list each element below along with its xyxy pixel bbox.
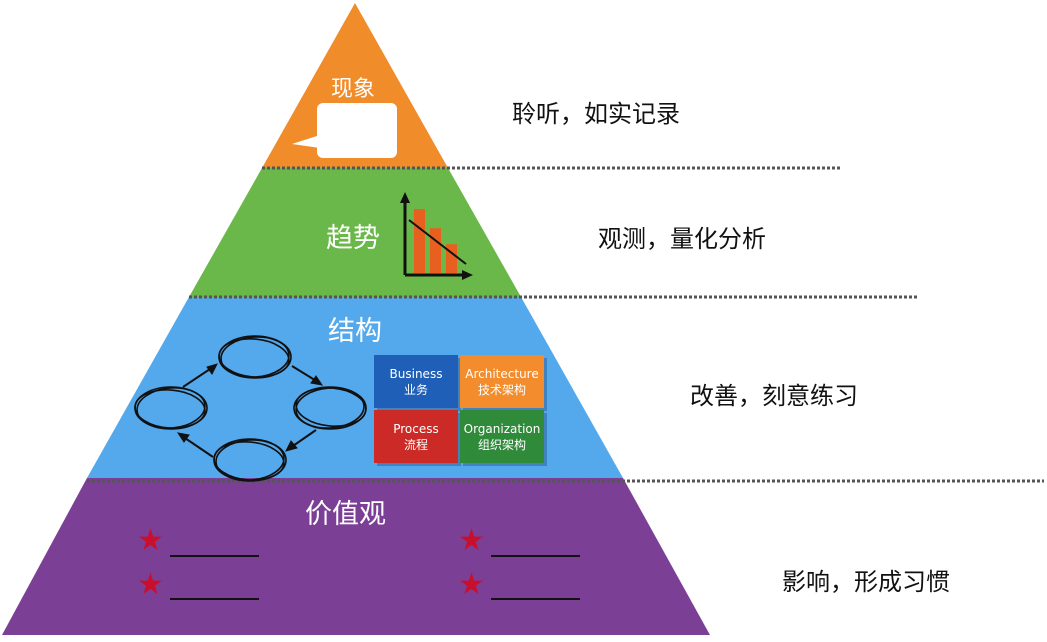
star-icon: ★: [458, 523, 485, 558]
cycle-node-top: [218, 335, 292, 379]
box-architecture-cn: 技术架构: [477, 382, 526, 397]
blank-line: [170, 598, 259, 600]
cycle-node-left: [134, 386, 208, 430]
trend-bar: [446, 244, 457, 273]
layer-title-values: 价值观: [305, 499, 386, 530]
caption-values: 影响，形成习惯: [782, 568, 950, 596]
box-process-en: Process: [393, 421, 439, 436]
box-organization-cn: 组织架构: [477, 437, 526, 452]
trend-bar: [430, 228, 441, 273]
blank-line: [491, 555, 580, 557]
box-architecture: Architecture 技术架构: [460, 355, 544, 408]
star-icon: ★: [137, 523, 164, 558]
speech-bubble-icon: [292, 103, 397, 158]
box-process-cn: 流程: [403, 437, 428, 452]
cycle-node-right: [293, 386, 367, 430]
cycle-node-bottom: [213, 438, 287, 482]
box-organization: Organization 组织架构: [460, 410, 544, 463]
trend-chart-icon: [400, 192, 473, 280]
cycle-diagram: [134, 335, 367, 482]
box-architecture-en: Architecture: [465, 366, 539, 381]
box-business-en: Business: [389, 366, 443, 381]
layer-title-trend: 趋势: [326, 223, 380, 254]
blank-line: [491, 598, 580, 600]
layer-values: [2, 478, 710, 635]
layer-title-phenomenon: 现象: [331, 77, 376, 102]
trend-bar: [414, 209, 425, 273]
box-business: Business 业务: [374, 355, 458, 408]
star-icon: ★: [458, 567, 485, 602]
caption-trend: 观测，量化分析: [598, 225, 766, 253]
box-business-cn: 业务: [403, 382, 428, 397]
caption-structure: 改善，刻意练习: [690, 382, 858, 410]
box-process: Process 流程: [374, 410, 458, 463]
layer-title-structure: 结构: [328, 316, 382, 347]
caption-phenomenon: 聆听，如实记录: [512, 100, 680, 128]
star-icon: ★: [137, 567, 164, 602]
box-organization-en: Organization: [463, 421, 541, 436]
layer-phenomenon: [262, 3, 448, 168]
blank-line: [170, 555, 259, 557]
